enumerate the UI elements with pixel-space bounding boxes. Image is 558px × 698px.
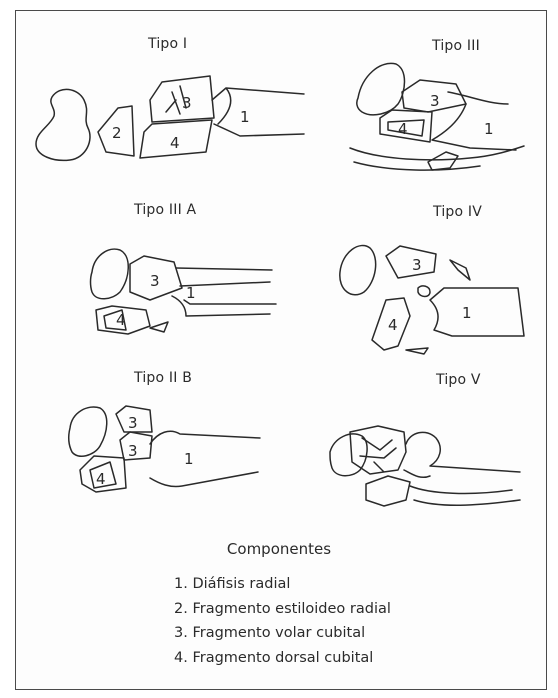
diagram-tipo-ii-b: 3 3 4 1 [69, 406, 260, 492]
label-3: 3 [412, 256, 422, 274]
radius-shaft-outline [432, 92, 516, 150]
label-1: 1 [186, 284, 196, 302]
small-fragment-outline [406, 348, 428, 354]
label-3: 3 [128, 414, 138, 432]
carpal-bone-outline [340, 245, 376, 294]
legend-list: 1. Diáfisis radial 2. Fragmento estiloid… [174, 574, 391, 672]
carpal-bone-outline [357, 63, 405, 114]
diagram-tipo-iii-a: 3 4 1 [91, 249, 277, 334]
diagram-tipo-v [330, 426, 520, 506]
legend-item: 2. Fragmento estiloideo radial [174, 599, 391, 624]
diagram-tipo-iii: 3 4 1 [350, 63, 524, 170]
label-2: 2 [112, 124, 122, 142]
label-3: 3 [182, 94, 192, 112]
label-4: 4 [96, 470, 106, 488]
label-1: 1 [184, 450, 194, 468]
legend-item: 1. Diáfisis radial [174, 574, 391, 599]
fragment-3-tip-outline [450, 260, 470, 280]
legend-item: 3. Fragmento volar cubital [174, 623, 391, 648]
label-4: 4 [388, 316, 398, 334]
label-1: 1 [462, 304, 472, 322]
legend-title: Componentes [0, 540, 558, 558]
label-4: 4 [116, 311, 126, 329]
radius-shaft-outline [150, 431, 260, 486]
label-1: 1 [240, 108, 250, 126]
label-3: 3 [430, 92, 440, 110]
small-fragment-outline [428, 152, 458, 170]
carpal-bone-outline [69, 407, 107, 456]
label-3: 3 [150, 272, 160, 290]
small-fragment-outline [150, 322, 168, 332]
legend-item: 4. Fragmento dorsal cubital [174, 648, 391, 673]
radius-shaft-outline [430, 288, 524, 336]
label-3: 3 [128, 442, 138, 460]
carpal-bone-outline [91, 249, 129, 299]
radius-shaft-outline [212, 88, 304, 136]
radius-shaft-outline [404, 432, 520, 477]
carpal-fragment-outline [366, 476, 410, 506]
small-fragment-outline [418, 286, 430, 297]
diagram-tipo-iv: 3 4 1 [340, 245, 524, 354]
carpal-bone-outline [330, 434, 367, 476]
comminuted-fragments-outline [350, 426, 406, 474]
carpal-bone-outline [36, 89, 90, 160]
label-1: 1 [484, 120, 494, 138]
label-4: 4 [170, 134, 180, 152]
diagram-tipo-i: 2 3 4 1 [36, 76, 304, 160]
label-4: 4 [398, 120, 408, 138]
ulna-shaft-outline [410, 486, 520, 505]
fragment-3-outline [386, 246, 436, 278]
